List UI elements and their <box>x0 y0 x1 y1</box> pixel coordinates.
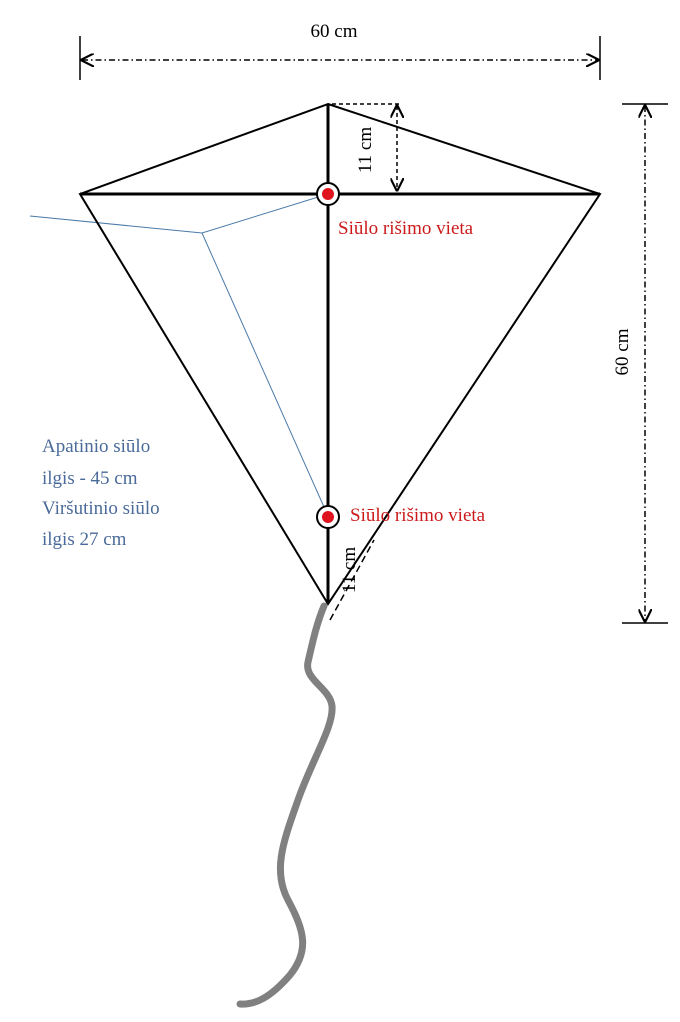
right-height-label: 60 cm <box>612 328 633 375</box>
kite-outline <box>78 102 602 606</box>
kite-tail <box>236 602 336 1008</box>
bridle-note-line-4: ilgis 27 cm <box>42 529 127 550</box>
top-width-label: 60 cm <box>311 21 358 42</box>
upper-bridle-line <box>29 193 329 234</box>
bridle-length-note: Apatinio siūlo ilgis - 45 cm Viršutinio … <box>42 436 160 550</box>
kite-spars <box>80 104 600 604</box>
tie-point-lower <box>316 505 340 529</box>
top-width-dimension: 60 cm <box>79 21 601 80</box>
bridle-note-line-1: Apatinio siūlo <box>42 436 150 457</box>
tie-point-lower-dot <box>322 511 334 523</box>
tie-point-upper <box>316 182 340 206</box>
bridle-note-line-3: Viršutinio siūlo <box>42 498 160 519</box>
bottom-offset-label: 11 cm <box>339 547 360 593</box>
tie-point-lower-label: Siūlo rišimo vieta <box>350 505 486 526</box>
bridle-note-line-2: ilgis - 45 cm <box>42 468 138 489</box>
kite-sail <box>78 102 602 606</box>
tie-point-upper-label: Siūlo rišimo vieta <box>338 218 474 239</box>
bottom-offset-line <box>329 539 375 621</box>
bridle-lines <box>29 193 329 517</box>
lower-bridle-line <box>201 232 329 517</box>
tie-point-upper-dot <box>322 188 334 200</box>
bottom-offset-dimension: 11 cm <box>329 539 375 621</box>
top-offset-dimension: 11 cm <box>332 103 402 190</box>
top-offset-label: 11 cm <box>355 127 376 173</box>
right-height-dimension: 60 cm <box>612 103 668 624</box>
